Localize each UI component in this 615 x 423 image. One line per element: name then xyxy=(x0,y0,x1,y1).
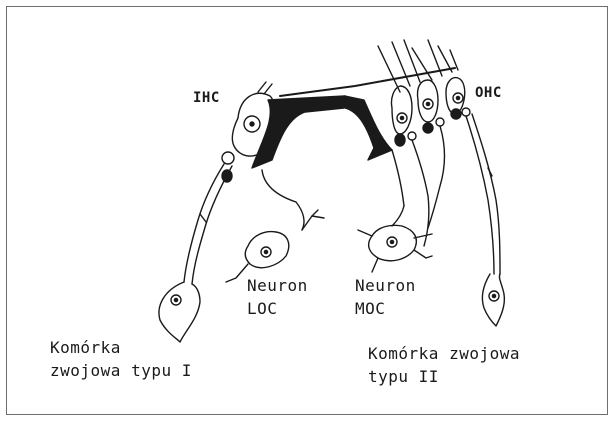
outer-hair-cells xyxy=(378,40,465,134)
efferent-band xyxy=(252,96,392,168)
synaptic-terminals xyxy=(222,109,461,182)
neuron-loc-label-line2: LOC xyxy=(247,301,277,317)
type1-ganglion-label-line1: Komórka xyxy=(50,340,121,356)
ohc-label: OHC xyxy=(475,86,502,100)
type2-ganglion-label-line1: Komórka zwojowa xyxy=(368,346,520,362)
neuron-loc-label-line1: Neuron xyxy=(247,278,308,294)
type2-afferent-fibers xyxy=(412,114,504,326)
type1-ganglion-label-line2: zwojowa typu I xyxy=(50,363,192,379)
reticular-lamina xyxy=(280,68,455,96)
neuron-moc-label-line1: Neuron xyxy=(355,278,416,294)
ihc-label: IHC xyxy=(193,91,220,105)
loc-neuron xyxy=(226,170,324,282)
type1-afferent-fiber xyxy=(159,164,232,342)
neuron-moc-label-line2: MOC xyxy=(355,301,385,317)
type2-ganglion-label-line2: typu II xyxy=(368,369,439,385)
